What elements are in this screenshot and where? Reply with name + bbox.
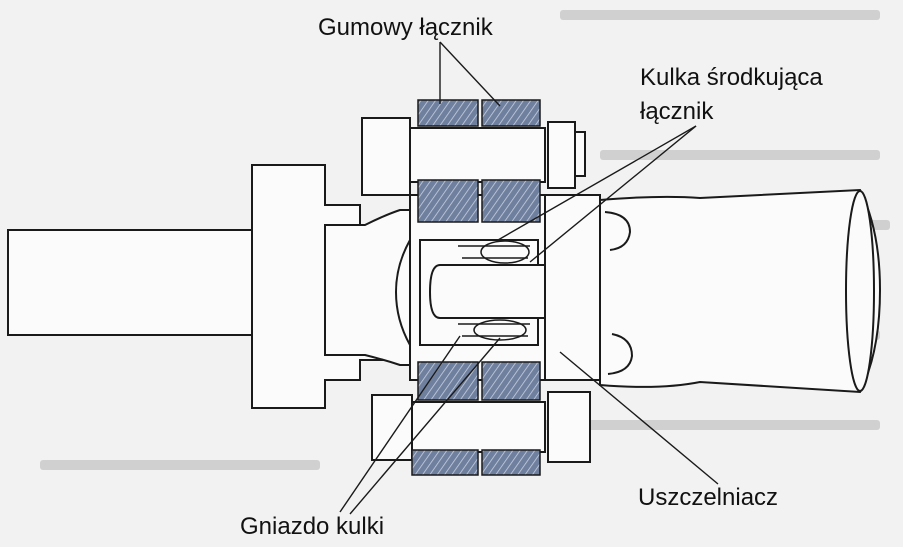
bottom-bolt-nut <box>547 391 591 463</box>
bottom-bolt-head <box>371 394 413 461</box>
rubber-block-bottom-right <box>481 449 541 476</box>
left-shaft <box>7 229 253 336</box>
label-ball-seat: Gniazdo kulki <box>240 513 385 540</box>
rubber-block-top-left <box>417 99 479 127</box>
label-rubber-coupling: Gumowy łącznik <box>318 14 493 41</box>
inner-cup <box>394 239 411 346</box>
centering-ball-bottom <box>473 319 527 341</box>
label-seal: Uszczelniacz <box>638 484 779 511</box>
label-centering-ball-coupling: łącznik <box>640 98 714 125</box>
right-shaft-end <box>845 190 875 392</box>
rubber-block-bottom-left <box>411 449 479 476</box>
right-shaft <box>599 188 882 394</box>
ball-seat-bottom <box>458 323 530 337</box>
rubber-block-low-right <box>481 361 541 401</box>
top-bolt-head <box>361 117 411 196</box>
rubber-block-top-right <box>481 99 541 127</box>
ball-seat-top <box>458 245 530 259</box>
rubber-block-low-left <box>417 361 479 401</box>
label-centering-ball: Kulka środkująca <box>640 64 823 91</box>
rubber-block-mid-left <box>417 179 479 223</box>
centering-ball-top <box>480 240 530 264</box>
bottom-bolt-shank <box>411 401 546 453</box>
top-bolt-nut <box>547 121 576 189</box>
top-bolt-nut-cap <box>574 131 586 177</box>
right-hub-fingers <box>604 211 634 375</box>
top-bolt-shank <box>409 127 546 183</box>
leader-lines <box>339 41 719 515</box>
rubber-block-mid-right <box>481 179 541 223</box>
left-hub <box>324 209 411 366</box>
rubber-blocks <box>411 99 541 476</box>
